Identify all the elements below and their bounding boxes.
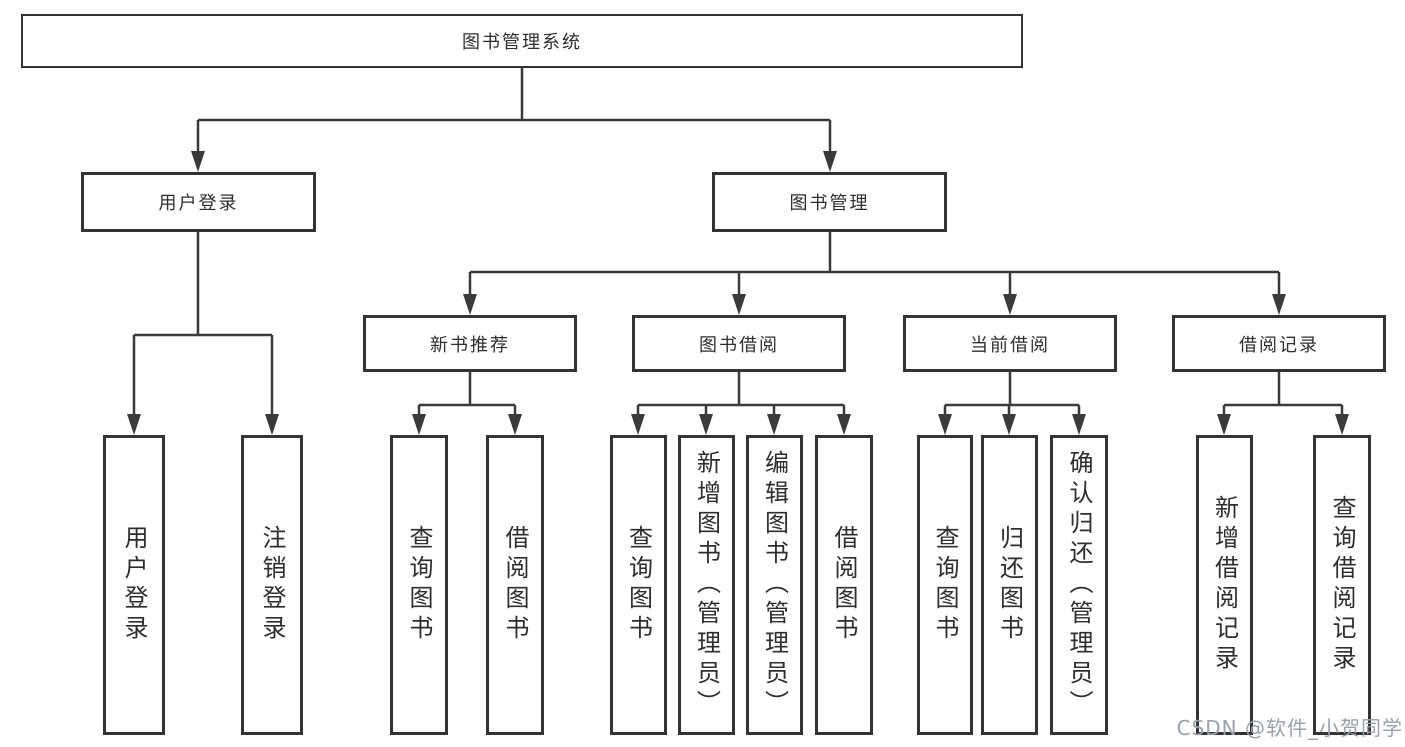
leaf-add-book-admin: 新增图书（管理员） xyxy=(678,435,735,735)
leaf-query-books-borrowing: 查询图书 xyxy=(610,435,667,735)
node-library-system: 图书管理系统 xyxy=(21,14,1023,68)
node-book-borrowing: 图书借阅 xyxy=(632,315,846,372)
node-borrow-records: 借阅记录 xyxy=(1172,315,1386,372)
leaf-borrow-books-borrowing: 借阅图书 xyxy=(815,435,873,735)
leaf-logout: 注销登录 xyxy=(241,435,303,735)
node-user-login: 用户登录 xyxy=(81,172,316,232)
leaf-confirm-return-admin: 确认归还（管理员） xyxy=(1050,435,1108,735)
leaf-query-borrow-record: 查询借阅记录 xyxy=(1313,435,1371,735)
arrowheads xyxy=(127,151,1349,435)
leaf-add-borrow-record: 新增借阅记录 xyxy=(1196,435,1253,735)
node-book-management: 图书管理 xyxy=(712,172,947,232)
leaf-user-login: 用户登录 xyxy=(103,435,165,735)
connector-paths xyxy=(132,68,1344,417)
node-new-book-recommend: 新书推荐 xyxy=(363,315,577,372)
leaf-query-books-recommend: 查询图书 xyxy=(390,435,448,735)
csdn-watermark: CSDN @软件_小贺同学 xyxy=(1176,716,1403,740)
leaf-edit-book-admin: 编辑图书（管理员） xyxy=(746,435,803,735)
node-current-borrowing: 当前借阅 xyxy=(903,315,1117,372)
leaf-query-books-current: 查询图书 xyxy=(917,435,973,735)
leaf-return-books: 归还图书 xyxy=(981,435,1038,735)
leaf-borrow-books-recommend: 借阅图书 xyxy=(486,435,544,735)
